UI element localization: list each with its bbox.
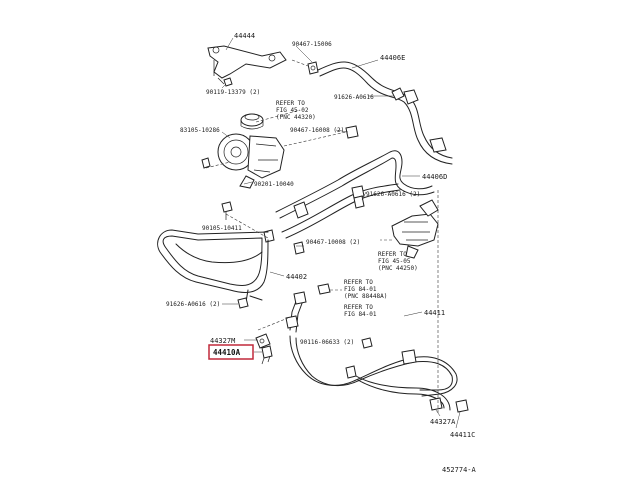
cooler-pipe-44402[interactable] bbox=[157, 229, 269, 303]
label-90201[interactable]: 90201-10040 bbox=[254, 181, 294, 188]
label-44327a[interactable]: 44327A bbox=[430, 418, 456, 426]
refer-line: FIG 84-01 bbox=[344, 286, 377, 293]
clip-90467-15006[interactable] bbox=[307, 61, 319, 75]
diagram-id: 452774-A bbox=[442, 466, 477, 474]
return-hose-44411[interactable] bbox=[289, 335, 458, 411]
highlight-box bbox=[208, 344, 254, 360]
label-83105[interactable]: 83105-10286 bbox=[180, 127, 220, 134]
refer-block-3[interactable]: REFER TO FIG 84-01 (PNC 88448A) bbox=[344, 279, 387, 300]
clamp-91626-top[interactable] bbox=[391, 87, 405, 101]
union-fitting bbox=[285, 283, 331, 333]
label-91626-a0616-top[interactable]: 91626-A0616 bbox=[334, 94, 374, 101]
hose-clamp-44327m[interactable] bbox=[255, 333, 271, 349]
gear-valve-housing bbox=[391, 199, 439, 259]
clip-90467-10008[interactable] bbox=[263, 229, 305, 255]
label-90467-10008[interactable]: 90467-10008 (2) bbox=[306, 239, 360, 246]
refer-line: FIG 45-05 bbox=[378, 258, 411, 265]
refer-line: (PNC 44320) bbox=[276, 114, 316, 121]
refer-line: REFER TO bbox=[344, 304, 373, 311]
label-44402[interactable]: 44402 bbox=[286, 273, 307, 281]
label-90119-13379[interactable]: 90119-13379 (2) bbox=[206, 89, 260, 96]
refer-line: (PNC 44250) bbox=[378, 265, 418, 272]
label-44444[interactable]: 44444 bbox=[234, 32, 255, 40]
clip-90467-16008[interactable] bbox=[345, 125, 359, 139]
hose-clamp-44327a[interactable] bbox=[429, 397, 469, 413]
refer-line: FIG 84-01 bbox=[344, 311, 377, 318]
bracket-44444[interactable] bbox=[207, 45, 287, 85]
refer-line: REFER TO bbox=[344, 279, 373, 286]
highlighted-part-44410a[interactable]: 44410A bbox=[208, 344, 254, 360]
union-bolt-44410a[interactable] bbox=[261, 345, 273, 365]
label-91626-a0616-mid[interactable]: 91626-A0616 (2) bbox=[366, 191, 420, 198]
washer-90201[interactable] bbox=[201, 157, 211, 169]
reference-leaders bbox=[205, 59, 439, 414]
refer-block-2[interactable]: REFER TO FIG 45-05 (PNC 44250) bbox=[378, 251, 418, 272]
label-44406d[interactable]: 44406D bbox=[422, 173, 447, 181]
label-90105[interactable]: 90105-10411 bbox=[202, 225, 242, 232]
label-44411c[interactable]: 44411C bbox=[450, 431, 475, 439]
label-90467-16008[interactable]: 90467-16008 (2) bbox=[290, 127, 344, 134]
refer-line: REFER TO bbox=[378, 251, 407, 258]
refer-block-4[interactable]: REFER TO FIG 84-01 bbox=[344, 304, 377, 318]
power-steering-pump[interactable] bbox=[217, 133, 285, 189]
part-labels: 44444 90467-15006 44406E 90119-13379 (2)… bbox=[166, 32, 477, 474]
refer-line: REFER TO bbox=[276, 100, 305, 107]
label-90116[interactable]: 90116-06633 (2) bbox=[300, 339, 354, 346]
label-44411[interactable]: 44411 bbox=[424, 309, 445, 317]
label-44410a[interactable]: 44410A bbox=[213, 348, 241, 357]
bolt-90105[interactable] bbox=[221, 201, 233, 220]
reservoir-cap bbox=[240, 113, 264, 130]
clamp-91626-left[interactable] bbox=[237, 297, 249, 309]
label-90467-15006[interactable]: 90467-15006 bbox=[292, 41, 332, 48]
clamp-91626-mid[interactable] bbox=[353, 195, 365, 209]
clamp-90116[interactable] bbox=[361, 337, 373, 349]
label-91626-a0616-left[interactable]: 91626-A0616 (2) bbox=[166, 301, 220, 308]
hose-44406e[interactable] bbox=[317, 61, 453, 165]
refer-block-1[interactable]: REFER TO FIG 45-02 (PNC 44320) bbox=[276, 100, 316, 121]
refer-line: (PNC 88448A) bbox=[344, 293, 387, 300]
label-44406e[interactable]: 44406E bbox=[380, 54, 405, 62]
label-44327m[interactable]: 44327M bbox=[210, 337, 235, 345]
refer-line: FIG 45-02 bbox=[276, 107, 309, 114]
